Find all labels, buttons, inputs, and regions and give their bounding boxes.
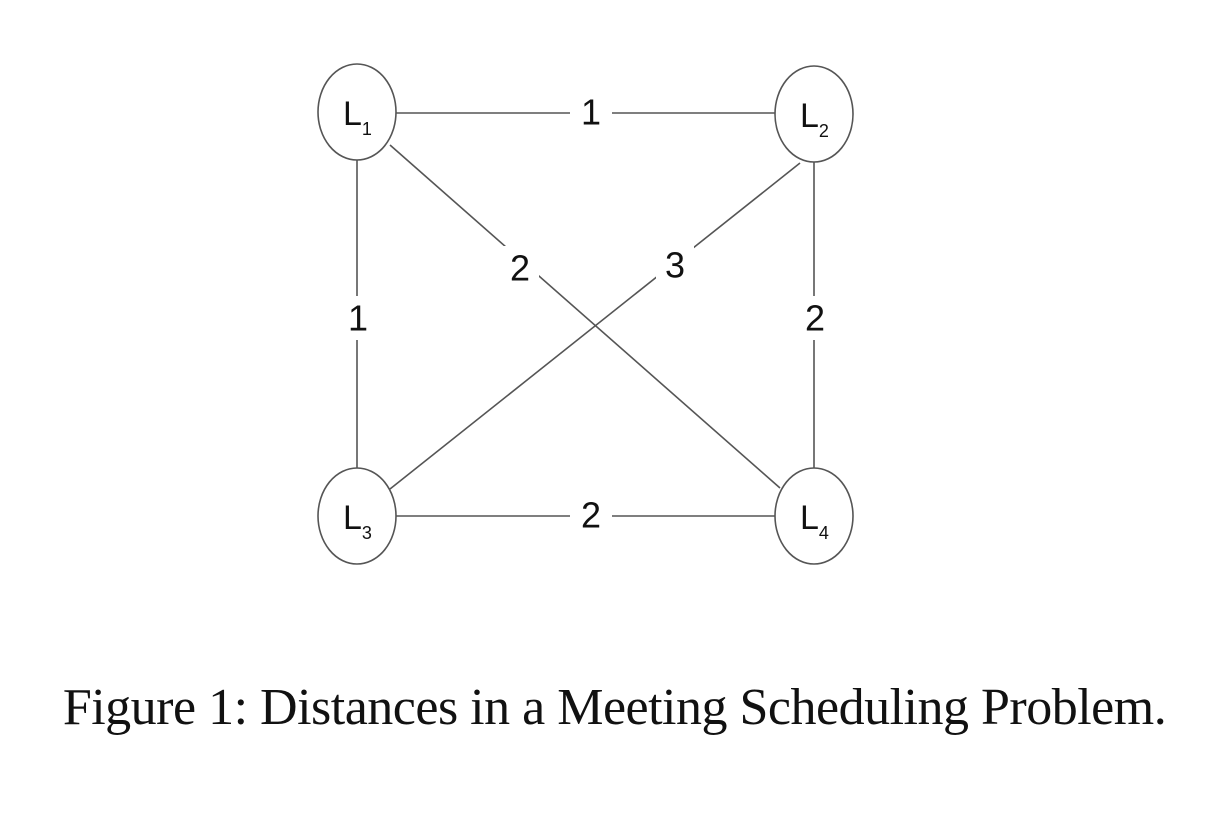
node-label: L3 xyxy=(343,499,372,543)
node-label: L4 xyxy=(800,499,829,543)
edge-weight-label: 2 xyxy=(510,248,530,289)
edge-weight-L1-L3: 1 xyxy=(338,296,378,340)
edge-weight-label: 1 xyxy=(348,298,368,339)
edge-weight-label: 1 xyxy=(581,92,601,133)
edge-weight-label: 2 xyxy=(805,298,825,339)
edge-weight-L2-L3: 3 xyxy=(656,243,694,287)
node-label: L2 xyxy=(800,97,829,141)
node-L4: L4 xyxy=(774,467,854,565)
edge-weight-label: 3 xyxy=(665,245,685,286)
edge-weight-label: 2 xyxy=(581,495,601,536)
node-L1: L1 xyxy=(317,63,397,161)
edge-weight-L2-L4: 2 xyxy=(795,296,835,340)
edge-weight-L1-L4: 2 xyxy=(501,246,539,290)
edge-L2-L3 xyxy=(389,162,801,490)
edge-weight-L1-L2: 1 xyxy=(570,92,612,134)
node-L3: L3 xyxy=(317,467,397,565)
figure-caption: Figure 1: Distances in a Meeting Schedul… xyxy=(62,679,1167,736)
node-label: L1 xyxy=(343,95,372,139)
edge-L1-L4 xyxy=(389,144,781,489)
node-L2: L2 xyxy=(774,65,854,163)
edge-weight-L3-L4: 2 xyxy=(570,495,612,537)
